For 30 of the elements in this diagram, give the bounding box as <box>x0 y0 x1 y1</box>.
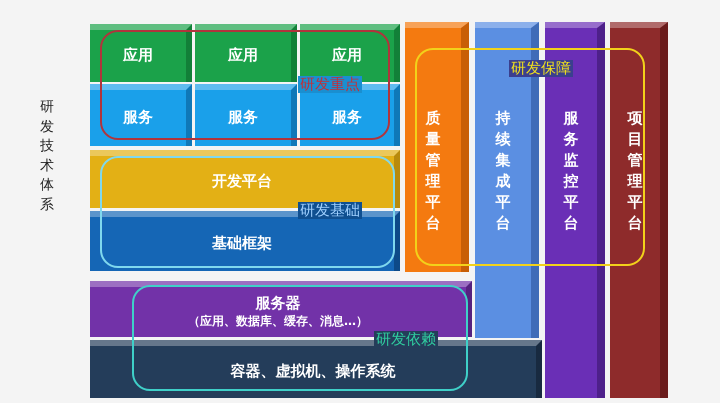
layer-block <box>195 84 297 146</box>
group-label: 研发依赖 <box>374 331 438 348</box>
block-label: 开发平台 <box>212 172 272 192</box>
vertical-heading: 研发技术体系 <box>40 98 54 215</box>
block-label: 应用 <box>123 46 153 66</box>
pillar-label: 持续集成平台 <box>496 108 510 234</box>
group-outline <box>100 30 390 140</box>
pillar-label: 项目管理平台 <box>628 108 642 234</box>
block-label: 基础框架 <box>212 234 272 254</box>
group-label: 研发保障 <box>509 60 573 77</box>
group-outline <box>415 48 645 266</box>
group-label: 研发基础 <box>298 202 362 219</box>
pillar-label: 服务监控平台 <box>564 108 578 234</box>
block-label: 服务器 <box>256 294 300 314</box>
pillar-label: 质量管理平台 <box>426 108 440 234</box>
group-outline <box>100 156 395 268</box>
block-label: 服务 <box>228 108 258 128</box>
block-sublabel: （应用、数据库、缓存、消息…） <box>188 313 368 330</box>
pillar-block <box>405 22 469 272</box>
group-outline <box>132 285 468 391</box>
pillar-block <box>610 22 668 398</box>
block-label: 服务 <box>123 108 153 128</box>
block-label: 应用 <box>228 46 258 66</box>
block-label: 容器、虚拟机、操作系统 <box>230 362 396 382</box>
layer-block <box>90 24 192 82</box>
layer-block <box>195 24 297 82</box>
block-label: 服务 <box>332 108 362 128</box>
layer-block <box>90 84 192 146</box>
block-label: 应用 <box>332 46 362 66</box>
group-label: 研发重点 <box>298 76 362 93</box>
